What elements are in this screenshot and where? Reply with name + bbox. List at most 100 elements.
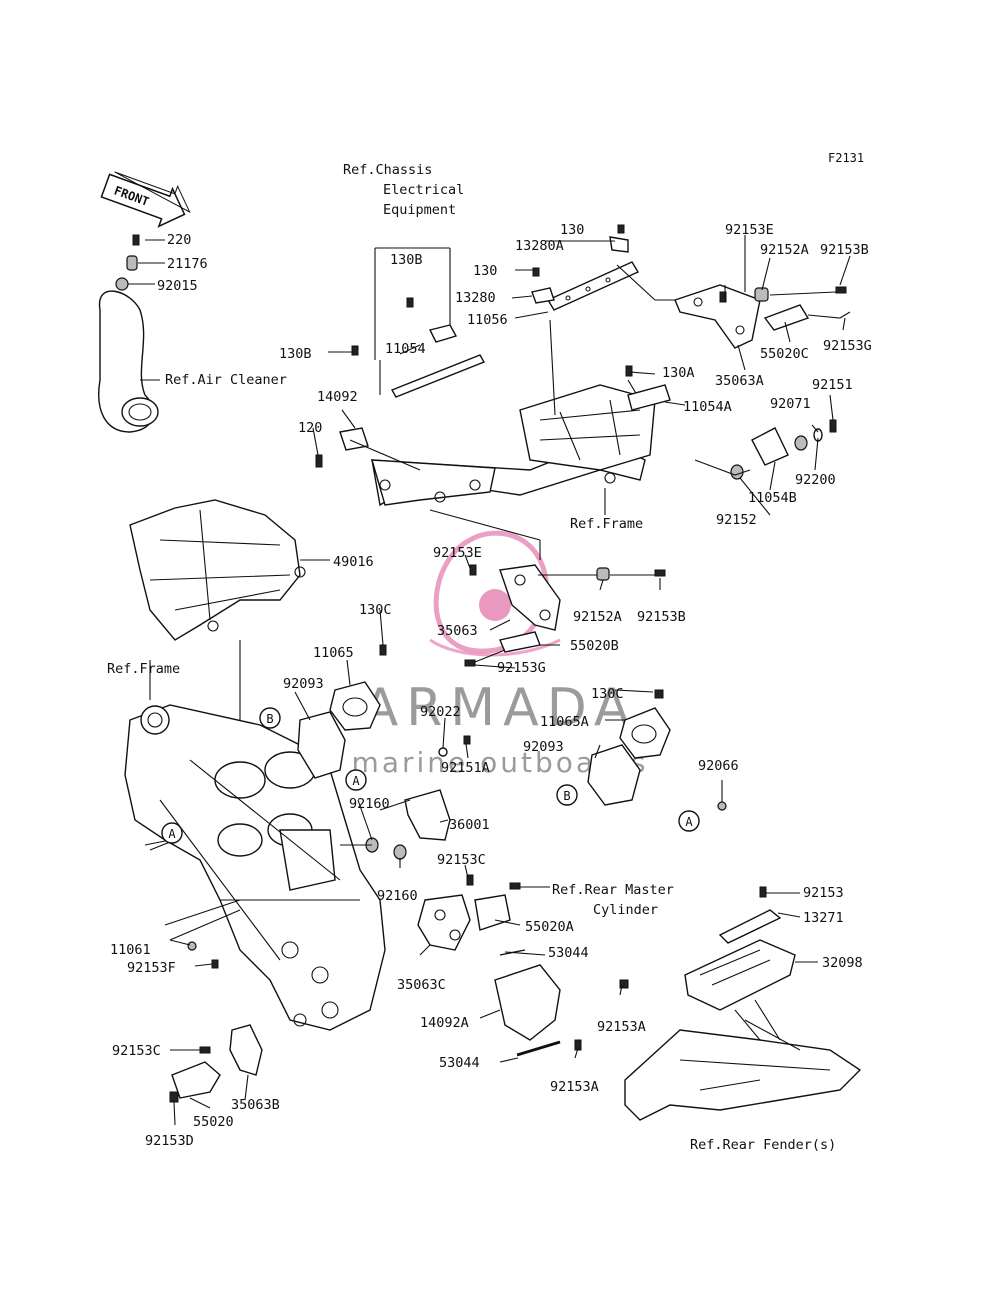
part-92153E-mid: 92153E xyxy=(433,545,482,561)
part-14092: 14092 xyxy=(317,389,358,405)
part-92153G-mid: 92153G xyxy=(497,660,546,676)
cover-49016 xyxy=(129,499,306,641)
part-53044-bot: 53044 xyxy=(439,1055,480,1071)
part-92151A: 92151A xyxy=(441,760,490,776)
bracket-13280A xyxy=(609,236,629,253)
bracket-55020 xyxy=(171,1061,221,1099)
part-92015: 92015 xyxy=(157,278,198,294)
bolt-92151A xyxy=(463,735,471,745)
plate-11065A xyxy=(619,707,671,759)
center-bracket-leader xyxy=(474,574,655,663)
collar-92015 xyxy=(115,277,129,291)
bush-92152 xyxy=(730,464,744,480)
bush-92071 xyxy=(794,435,808,451)
part-92160-bot: 92160 xyxy=(377,888,418,904)
bracket-11054B-leader xyxy=(694,459,751,476)
ref-chassis-bracket-lines xyxy=(374,247,451,395)
callout-a-right: A xyxy=(678,810,700,832)
bracket-55020C xyxy=(763,304,810,331)
bolt-ref-rear-master xyxy=(509,882,521,890)
bolt-92153C-mid xyxy=(466,874,474,886)
callout-a-left: A xyxy=(161,822,183,844)
air-cleaner-duct xyxy=(98,290,159,433)
part-35063B: 35063B xyxy=(231,1097,280,1113)
bolt-92153A-bot xyxy=(574,1039,582,1051)
part-53044-top: 53044 xyxy=(548,945,589,961)
bolt-92153F xyxy=(211,959,219,969)
part-92093-left: 92093 xyxy=(283,676,324,692)
bracket-35063 xyxy=(499,564,561,631)
part-11054: 11054 xyxy=(385,341,426,357)
callout-a-right-label: A xyxy=(685,815,693,829)
part-92093-right: 92093 xyxy=(523,739,564,755)
pipe-53044-bot xyxy=(516,1040,561,1057)
part-92022: 92022 xyxy=(420,704,461,720)
part-11054B: 11054B xyxy=(748,490,797,506)
gasket-92093-left xyxy=(297,711,346,779)
callout-b-left-label: B xyxy=(266,712,273,726)
part-35063: 35063 xyxy=(437,623,478,639)
bolt-92153G-mid xyxy=(464,659,476,667)
part-11054A: 11054A xyxy=(683,399,732,415)
part-120: 120 xyxy=(298,420,322,436)
bolt-92153E-mid xyxy=(469,564,477,576)
part-35063A: 35063A xyxy=(715,373,764,389)
part-92152A-mid: 92152A xyxy=(573,609,622,625)
ref-chassis-label-1: Ref.Chassis xyxy=(343,162,432,178)
ref-chassis-label-2: Electrical xyxy=(383,182,464,198)
stay-36001 xyxy=(404,789,451,841)
bracket-55020A xyxy=(474,894,511,931)
part-130-b: 130 xyxy=(473,263,497,279)
part-13280: 13280 xyxy=(455,290,496,306)
ref-rear-master-label-1: Ref.Rear Master xyxy=(552,882,674,898)
part-130B-left: 130B xyxy=(279,346,312,362)
part-92160-top: 92160 xyxy=(349,796,390,812)
plate-11065 xyxy=(329,681,381,731)
callout-a-left-label: A xyxy=(168,827,176,841)
stay-11056 xyxy=(546,261,640,311)
plate-14092 xyxy=(339,427,369,451)
part-13271: 13271 xyxy=(803,910,844,926)
bolt-130-a xyxy=(617,224,625,234)
part-92153B-mid: 92153B xyxy=(637,609,686,625)
bolt-92153A-top xyxy=(619,979,629,989)
part-11065A: 11065A xyxy=(540,714,589,730)
watermark-brand: ARMADA xyxy=(363,678,638,738)
grommet-92066 xyxy=(717,801,727,811)
part-21176: 21176 xyxy=(167,256,208,272)
part-130B-top: 130B xyxy=(390,252,423,268)
bolt-92153-right xyxy=(759,886,767,898)
part-92151: 92151 xyxy=(812,377,853,393)
bolt-130A xyxy=(625,365,633,377)
part-49016: 49016 xyxy=(333,554,374,570)
bolt-120 xyxy=(315,454,323,468)
part-55020C: 55020C xyxy=(760,346,809,362)
front-arrow-icon: FRONT xyxy=(100,171,191,228)
rail-11054 xyxy=(390,354,486,398)
bracket-35063C xyxy=(417,894,471,951)
bolt-92153E-top xyxy=(719,291,727,303)
part-14092A: 14092A xyxy=(420,1015,469,1031)
part-55020: 55020 xyxy=(193,1114,234,1130)
ref-frame-left-label: Ref.Frame xyxy=(107,661,180,677)
ref-air-cleaner-label: Ref.Air Cleaner xyxy=(165,372,287,388)
part-11056: 11056 xyxy=(467,312,508,328)
part-130C-right: 130C xyxy=(591,686,624,702)
collar-11061 xyxy=(187,941,197,951)
part-13280A: 13280A xyxy=(515,238,564,254)
callout-b-right: B xyxy=(556,784,578,806)
callout-b-right-label: B xyxy=(563,789,570,803)
washer-92022 xyxy=(438,747,448,757)
callout-a-mid-label: A xyxy=(352,774,360,788)
part-92153E-top: 92153E xyxy=(725,222,774,238)
upper-right-leader-lines xyxy=(724,285,851,319)
bush-92152A-top xyxy=(754,287,769,302)
part-92153G-top: 92153G xyxy=(823,338,872,354)
part-92153F: 92153F xyxy=(127,960,176,976)
figure-code: F2131 xyxy=(828,151,864,165)
bolt-92153B-top xyxy=(835,286,847,294)
subframe xyxy=(371,384,656,507)
bracket-35063B xyxy=(229,1024,263,1076)
leader-lines xyxy=(128,235,851,1126)
